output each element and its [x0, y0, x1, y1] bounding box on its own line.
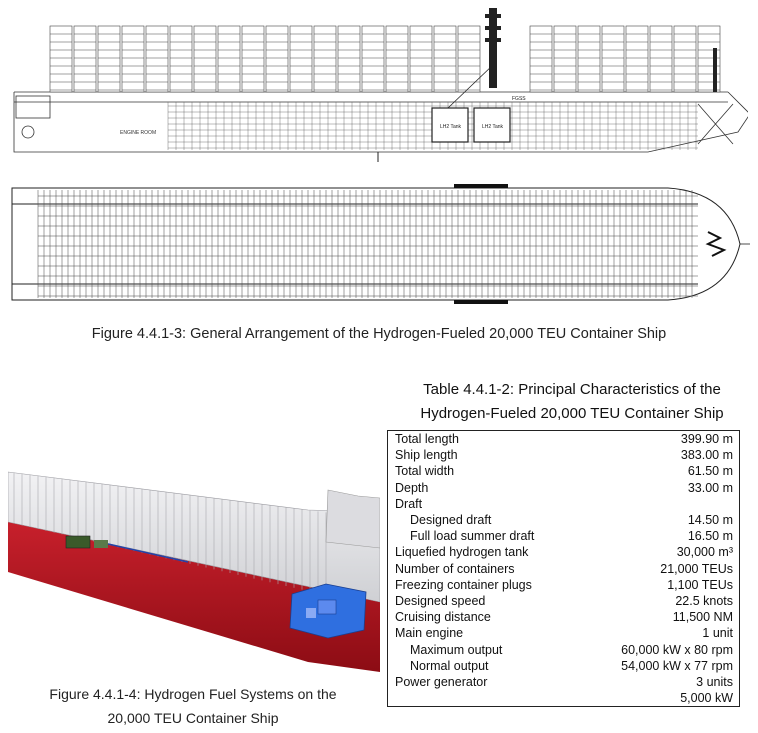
- table-row: Draft: [388, 496, 740, 512]
- engine-room-label: ENGINE ROOM: [120, 130, 156, 136]
- table-row: Power generator 3 units: [388, 674, 740, 690]
- row-label: Maximum output: [410, 642, 503, 657]
- bow-bulb: [697, 103, 734, 145]
- stern-structure: [15, 95, 51, 119]
- row-value: 1,100 TEUs: [667, 577, 733, 592]
- row-value: 30,000 m³: [676, 545, 733, 560]
- row-label: Designed speed: [395, 594, 486, 609]
- deck-outline: [11, 187, 741, 301]
- container-stacks: [8, 471, 380, 603]
- row-label: Cruising distance: [395, 610, 491, 625]
- table-row: Freezing container plugs 1,100 TEUs: [388, 577, 740, 593]
- row-value: 16.50 m: [687, 529, 733, 544]
- lh2-tank-right: [473, 107, 511, 143]
- figure-caption-general-arrangement: Figure 4.4.1-3: General Arrangement of t…: [91, 326, 667, 342]
- table-row: Number of containers 21,000 TEUs: [388, 561, 740, 577]
- table-row: Normal output 54,000 kW x 77 rpm: [388, 658, 740, 674]
- row-value: 33.00 m: [687, 480, 733, 495]
- bow-thruster: [705, 231, 727, 257]
- table-row: Total length 399.90 m: [388, 431, 740, 448]
- caption-2-line-1: Figure 4.4.1-4: Hydrogen Fuel Systems on…: [49, 686, 337, 702]
- row-value: 54,000 kW x 77 rpm: [621, 658, 733, 673]
- row-label: Number of containers: [395, 561, 515, 576]
- table-row: 5,000 kW: [388, 690, 740, 707]
- table-row: Cruising distance 11,500 NM: [388, 609, 740, 625]
- table-row: Total width 61.50 m: [388, 463, 740, 479]
- row-label: Total width: [395, 464, 455, 479]
- row-value: 399.90 m: [680, 432, 733, 446]
- hull-outline: [13, 91, 748, 153]
- lh2-tank-label-1: LH2 Tank: [440, 124, 462, 130]
- table-title-line-2: Hydrogen-Fueled 20,000 TEU Container Shi…: [420, 405, 724, 422]
- table-row: Depth 33.00 m: [388, 480, 740, 496]
- red-hull: [8, 520, 380, 672]
- table-row: Liquefied hydrogen tank 30,000 m³: [388, 544, 740, 560]
- table-title: Table 4.4.1-2: Principal Characteristics…: [386, 378, 758, 426]
- table-row: Maximum output 60,000 kW x 80 rpm: [388, 642, 740, 658]
- row-label: Total length: [395, 432, 459, 446]
- general-arrangement-side-view: ENGINE ROOM LH2 Tank LH2 Tank FGSS: [13, 8, 748, 162]
- general-arrangement-plan-view: [11, 184, 750, 304]
- table-title-line-1: Table 4.4.1-2: Principal Characteristics…: [423, 381, 721, 398]
- row-label: Full load summer draft: [410, 529, 535, 544]
- caption-2-line-2: 20,000 TEU Container Ship: [107, 710, 279, 726]
- superstructure: [489, 8, 497, 88]
- row-label: Normal output: [410, 658, 489, 673]
- hydrogen-fuel-systems-render: [8, 471, 380, 672]
- row-value: 383.00 m: [680, 448, 733, 463]
- figure-caption-fuel-systems: Figure 4.4.1-4: Hydrogen Fuel Systems on…: [8, 682, 378, 730]
- fgss-label: FGSS: [512, 96, 526, 102]
- bridge-structure: [325, 489, 380, 549]
- bow-mast: [713, 48, 717, 92]
- fuel-pipe: [107, 543, 189, 563]
- table-row: Ship length 383.00 m: [388, 447, 740, 463]
- row-label: Power generator: [395, 675, 488, 690]
- row-label: Liquefied hydrogen tank: [395, 545, 529, 560]
- lh2-tank-left: [431, 107, 469, 143]
- row-value: 60,000 kW x 80 rpm: [621, 642, 733, 657]
- row-label: [388, 690, 581, 707]
- row-value: 14.50 m: [687, 513, 733, 528]
- row-value: 1 unit: [702, 626, 733, 641]
- engine-equipment: [65, 535, 91, 549]
- row-label: Draft: [395, 496, 423, 511]
- row-value: 3 units: [696, 675, 733, 690]
- row-value: [581, 496, 740, 512]
- table-row: Designed draft 14.50 m: [388, 512, 740, 528]
- table-row: Designed speed 22.5 knots: [388, 593, 740, 609]
- row-label: Freezing container plugs: [395, 577, 532, 592]
- table-row: Main engine 1 unit: [388, 625, 740, 641]
- superstructure-plan: [454, 184, 508, 188]
- lh2-tank-label-2: LH2 Tank: [482, 124, 504, 130]
- row-label: Main engine: [395, 626, 464, 641]
- row-value: 11,500 NM: [672, 610, 733, 625]
- table-row: Full load summer draft 16.50 m: [388, 528, 740, 544]
- row-value: 61.50 m: [687, 464, 733, 479]
- row-label: Depth: [395, 480, 429, 495]
- row-value: 22.5 knots: [675, 594, 733, 609]
- row-label: Designed draft: [410, 513, 492, 528]
- row-label: Ship length: [395, 448, 458, 463]
- row-value: 21,000 TEUs: [660, 561, 733, 576]
- row-value: 5,000 kW: [680, 691, 733, 706]
